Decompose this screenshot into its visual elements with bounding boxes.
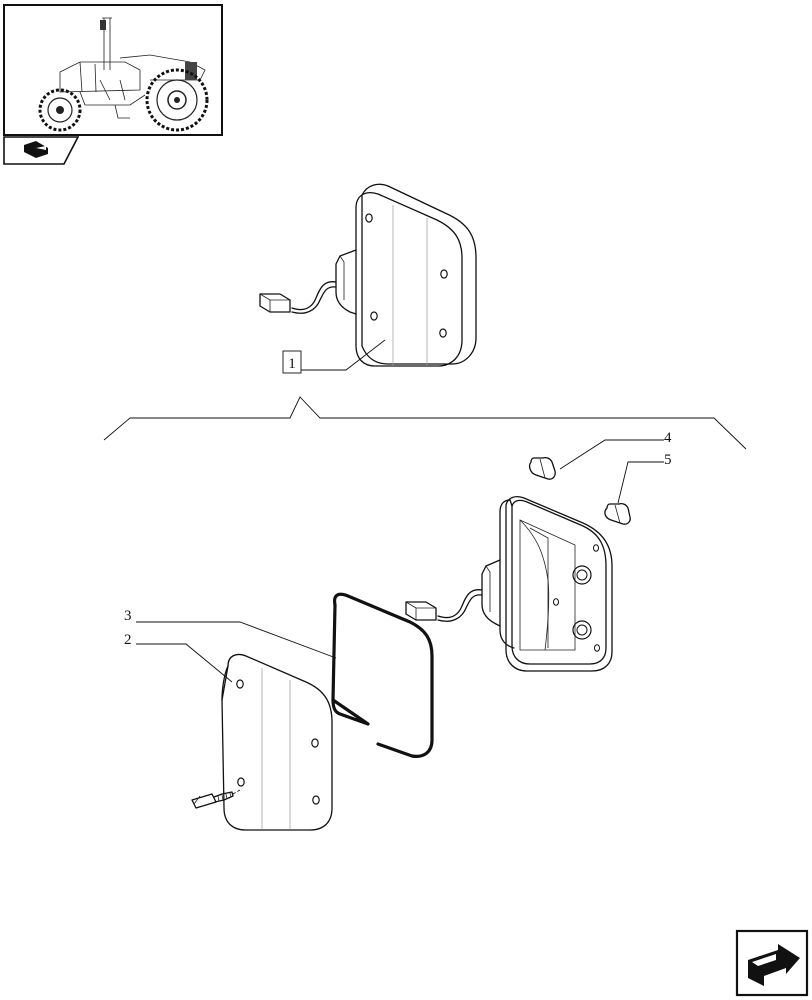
prev-page-icon (24, 141, 48, 158)
next-page-icon (748, 944, 800, 986)
callout-2-label: 2 (124, 632, 132, 648)
bulb-5 (604, 502, 631, 525)
callout-2: 2 (124, 632, 233, 683)
screw (191, 789, 241, 809)
callout-4-label: 4 (664, 430, 672, 446)
callout-4: 4 (559, 430, 672, 470)
rear-lamp-assembly (259, 183, 477, 367)
lamp-lens (221, 653, 333, 831)
tractor-icon (38, 17, 209, 132)
callout-5: 5 (617, 452, 672, 504)
tractor-thumbnail[interactable] (3, 4, 223, 136)
callout-1-label: 1 (288, 356, 296, 372)
lamp-housing (405, 496, 613, 672)
callout-3: 3 (124, 608, 337, 659)
callout-5-label: 5 (664, 452, 672, 468)
group-bracket (103, 396, 747, 450)
bulb-4 (529, 456, 556, 480)
callout-1: 1 (282, 339, 386, 374)
callout-3-label: 3 (124, 608, 132, 624)
prev-page-button[interactable] (3, 136, 80, 165)
gasket (331, 592, 434, 758)
next-page-button[interactable] (735, 929, 809, 997)
